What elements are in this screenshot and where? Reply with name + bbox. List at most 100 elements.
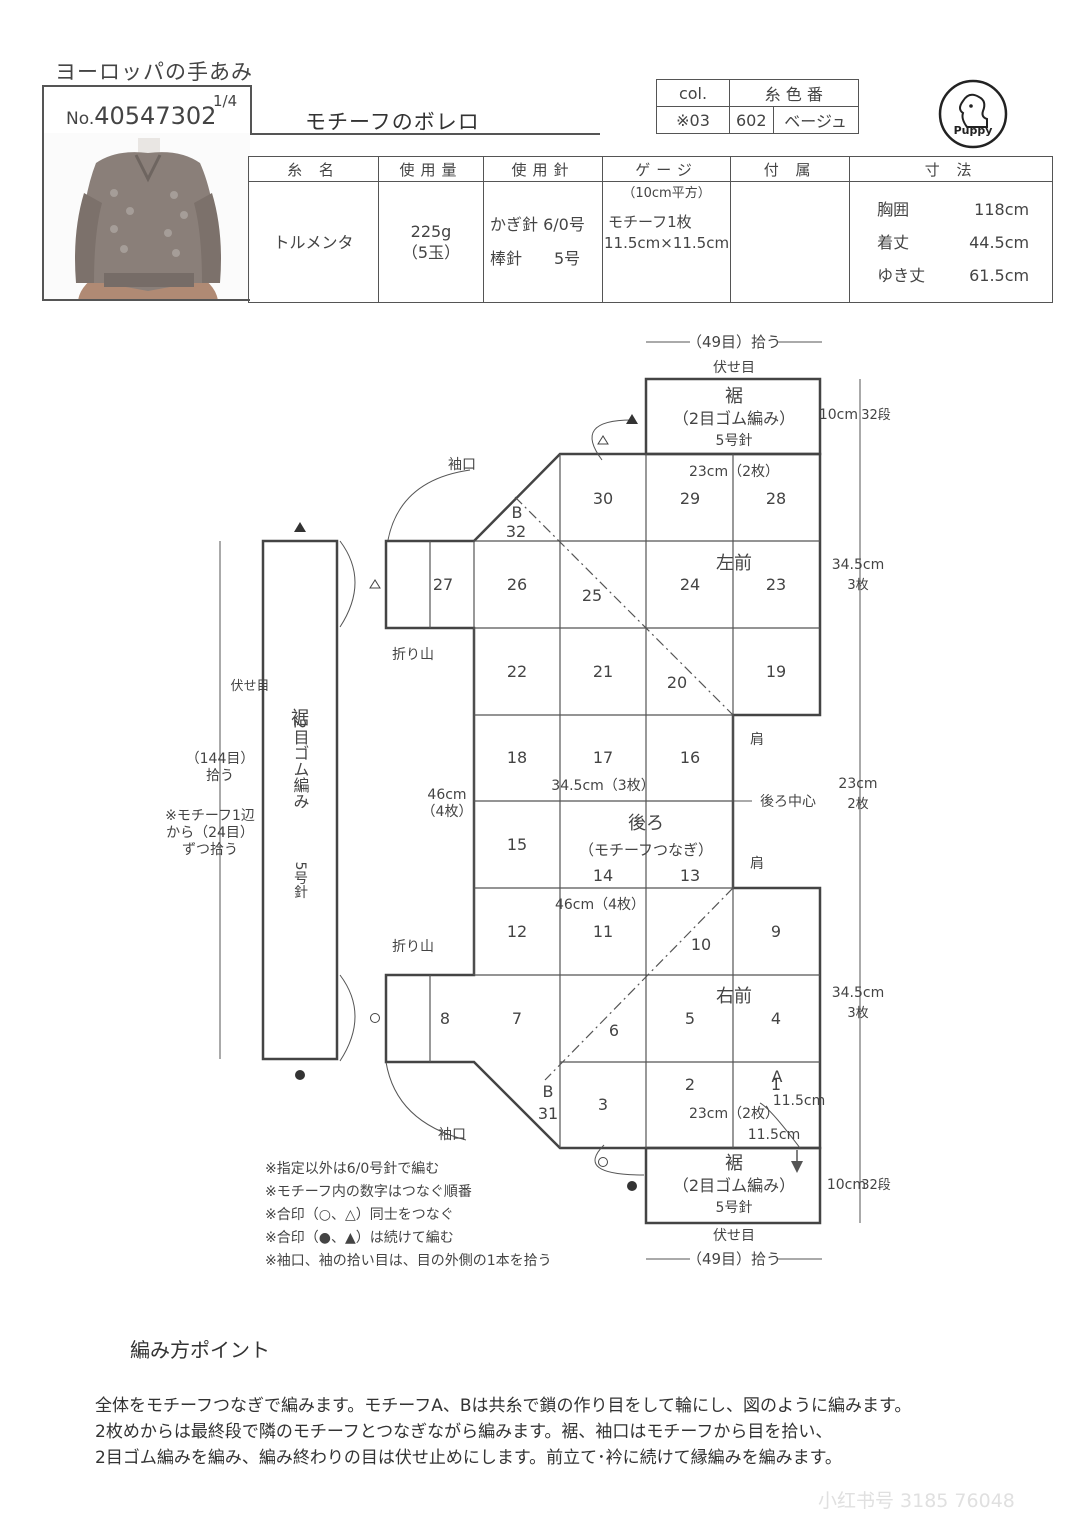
cuff-label-top: 袖口 <box>448 457 476 473</box>
note-item: ※合印（●、▲）は続けて編む <box>265 1230 454 1246</box>
left-front-label: 左前 <box>716 553 752 574</box>
band-pick-label: （144目） <box>186 751 255 767</box>
page-number: 1/4 <box>213 92 238 110</box>
fold-label-top: 折り山 <box>392 647 434 663</box>
series-title: ヨーロッパの手あみ <box>55 60 253 84</box>
svg-text:31: 31 <box>538 1104 558 1123</box>
fold-label-bottom: 折り山 <box>392 939 434 955</box>
note-item: ※合印（○、△）同士をつなぐ <box>265 1207 454 1223</box>
svg-text:12: 12 <box>507 922 527 941</box>
svg-text:2: 2 <box>685 1075 695 1094</box>
spec-head-needle: 使用針 <box>483 156 603 182</box>
svg-text:27: 27 <box>433 575 453 594</box>
schematic-diagram: 1 2 3 4 5 6 7 8 9 10 11 12 13 14 15 16 1… <box>165 333 891 1268</box>
title-underline <box>248 133 600 135</box>
svg-text:5: 5 <box>685 1009 695 1028</box>
back-height: 23cm <box>838 776 877 792</box>
band-needle-label: 5号針 <box>292 862 308 899</box>
svg-text:4: 4 <box>771 1009 781 1028</box>
watermark: 小红书号 3185 76048 <box>818 1490 1015 1512</box>
svg-text:18: 18 <box>507 748 527 767</box>
svg-text:Puppy: Puppy <box>954 124 993 137</box>
svg-text:26: 26 <box>507 575 527 594</box>
note-item: ※モチーフ内の数字はつなぐ順番 <box>265 1184 472 1200</box>
points-title: 編み方ポイント <box>130 1338 270 1362</box>
svg-text:15: 15 <box>507 835 527 854</box>
bottom-pick-label: （49目）拾う <box>687 1250 781 1268</box>
band-note-3: ずつ拾う <box>182 842 238 858</box>
back-sub-label: （モチーフつなぎ） <box>579 841 713 859</box>
front-count-bottom: 3枚 <box>847 1006 868 1021</box>
svg-text:20: 20 <box>667 673 687 692</box>
svg-text:24: 24 <box>680 575 700 594</box>
band-rib-label: 2目ゴム編み <box>291 719 310 809</box>
top-pick-label: （49目）拾う <box>687 333 781 351</box>
back-count: 2枚 <box>847 797 868 812</box>
top-hem-needle: 5号針 <box>716 433 753 449</box>
product-photo <box>42 133 250 301</box>
svg-text:28: 28 <box>766 489 786 508</box>
motif-a-size-2: 11.5cm <box>748 1127 801 1143</box>
svg-text:3: 3 <box>598 1095 608 1114</box>
shoulder-top: 肩 <box>750 732 764 748</box>
svg-text:9: 9 <box>771 922 781 941</box>
svg-text:6: 6 <box>609 1021 619 1040</box>
svg-text:10: 10 <box>691 935 711 954</box>
puppy-logo-icon: Puppy <box>938 79 1008 149</box>
band-pick-label-2: 拾う <box>206 768 234 784</box>
motif-b-bottom: B <box>543 1082 554 1101</box>
svg-text:17: 17 <box>593 748 613 767</box>
front-height-bottom: 34.5cm <box>832 985 885 1001</box>
svg-text:25: 25 <box>582 586 602 605</box>
band-bind-label: 伏せ目 <box>230 679 269 694</box>
yarn-name: トルメンタ <box>248 181 379 303</box>
svg-text:11: 11 <box>593 922 613 941</box>
top-width-label: 23cm（2枚） <box>689 464 779 480</box>
cuff-label-bottom: 袖口 <box>438 1127 466 1143</box>
back-label: 後ろ <box>628 813 664 834</box>
shoulder-bottom: 肩 <box>750 856 764 872</box>
pattern-number-box <box>42 85 252 135</box>
svg-text:19: 19 <box>766 662 786 681</box>
bottom-hem-rib: （2目ゴム編み） <box>673 1176 795 1195</box>
color-head-num: 糸 色 番 <box>729 79 859 107</box>
front-height-top: 34.5cm <box>832 557 885 573</box>
spec-table: 糸 名 使用量 使用針 ゲージ 付 属 寸 法 トルメンタ 225g（5玉） か… <box>248 156 1054 303</box>
band-label: 裾 <box>291 708 309 729</box>
svg-text:32: 32 <box>506 522 526 541</box>
top-hem-label: 裾 <box>725 386 743 407</box>
band-note-1: ※モチーフ1辺 <box>165 808 255 824</box>
motif-b-top: B <box>512 503 523 522</box>
pattern-number: No.40547302 <box>66 102 217 130</box>
top-hem-rows: 32段 <box>861 408 891 423</box>
note-item: ※指定以外は6/0号針で編む <box>265 1161 440 1177</box>
svg-text:7: 7 <box>512 1009 522 1028</box>
color-number: 602 <box>729 106 774 134</box>
svg-text:13: 13 <box>680 866 700 885</box>
svg-text:22: 22 <box>507 662 527 681</box>
bottom-hem-rows: 32段 <box>861 1178 891 1193</box>
band-note-2: から（24目） <box>166 825 254 841</box>
svg-text:8: 8 <box>440 1009 450 1028</box>
motif-a: A <box>772 1067 783 1086</box>
back-width-345: 34.5cm（3枚） <box>551 778 654 794</box>
top-hem-height: 10cm <box>819 407 858 423</box>
points-body: 全体をモチーフつなぎで編みます。モチーフA、Bは共糸で鎖の作り目をして輪にし、図… <box>95 1396 912 1468</box>
bottom-hem-needle: 5号針 <box>716 1200 753 1216</box>
spec-head-yarn: 糸 名 <box>248 156 379 182</box>
color-head-col: col. <box>656 79 730 107</box>
svg-text:21: 21 <box>593 662 613 681</box>
svg-text:30: 30 <box>593 489 613 508</box>
gauge-info: （10cm平方） モチーフ1枚 11.5cm×11.5cm <box>601 181 732 303</box>
color-col: ※03 <box>656 106 730 134</box>
note-item: ※袖口、袖の拾い目は、目の外側の1本を拾う <box>265 1253 552 1269</box>
svg-text:29: 29 <box>680 489 700 508</box>
top-hem-rib: （2目ゴム編み） <box>673 409 795 428</box>
side-count-4: （4枚） <box>422 804 473 820</box>
motif-numbers: 1 2 3 4 5 6 7 8 9 10 11 12 13 14 15 16 1… <box>433 489 786 1123</box>
color-table: col. 糸 色 番 ※03 602 ベージュ <box>656 79 859 134</box>
right-front-label: 右前 <box>716 986 752 1007</box>
notes-list: ※指定以外は6/0号針で編む ※モチーフ内の数字はつなぐ順番 ※合印（○、△）同… <box>265 1158 552 1273</box>
side-height-46: 46cm <box>427 787 466 803</box>
